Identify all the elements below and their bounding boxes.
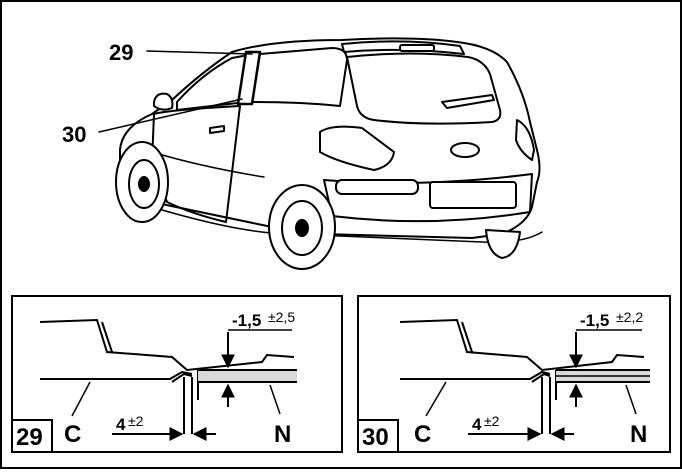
callout-29-leader	[146, 50, 253, 55]
rear-quarter-window	[251, 47, 348, 107]
callout-30-leader	[98, 98, 243, 133]
callout-29: 29	[109, 40, 133, 65]
panel-29-gap-tolerance: ±2	[128, 413, 144, 429]
panel-29-section	[39, 318, 297, 441]
panel-30-section	[399, 318, 650, 441]
panel-29-number: 29	[16, 424, 43, 451]
rear-wheel	[268, 184, 336, 270]
b-pillar	[236, 50, 262, 106]
side-crease	[151, 151, 265, 178]
panel-30-flush-tolerance: ±2,2	[616, 309, 643, 325]
panel-30-c-label: C	[414, 421, 431, 448]
rear-badge	[450, 142, 480, 158]
panel-30-number: 30	[362, 424, 389, 451]
rear-window	[346, 52, 502, 125]
door-handle	[209, 125, 225, 134]
door-outline	[151, 105, 241, 223]
panel-29-flush-value: -1,5	[232, 311, 261, 330]
brake-light	[399, 44, 435, 52]
panel-30: 30 C N 4 ±2 -1,5 ±2,2	[357, 295, 671, 453]
bumper-reflector	[335, 179, 419, 195]
panel-29: 29	[11, 295, 343, 453]
rear-right-wheel	[485, 229, 521, 259]
panel-29-n-label: N	[274, 421, 291, 448]
panel-30-gap-tolerance: ±2	[484, 413, 500, 429]
tail-light-left	[319, 125, 395, 171]
tail-light-right	[515, 119, 535, 161]
panel-29-c-label: C	[64, 421, 81, 448]
callout-30: 30	[62, 122, 86, 147]
panel-30-gap-value: 4	[472, 415, 482, 434]
panel-30-n-label: N	[630, 421, 647, 448]
panel-29-number-box	[11, 419, 53, 453]
panel-30-number-box	[357, 419, 399, 453]
panel-29-flush-tolerance: ±2,5	[268, 309, 295, 325]
wing-mirror	[153, 92, 174, 111]
front-wheel	[115, 141, 169, 223]
diagram-canvas: 29 30 29	[11, 37, 671, 453]
panel-29-gap-value: 4	[116, 415, 126, 434]
panel-30-flush-value: -1,5	[580, 311, 609, 330]
license-plate	[429, 181, 517, 209]
car-illustration	[98, 37, 543, 270]
rear-wiper	[441, 94, 495, 109]
